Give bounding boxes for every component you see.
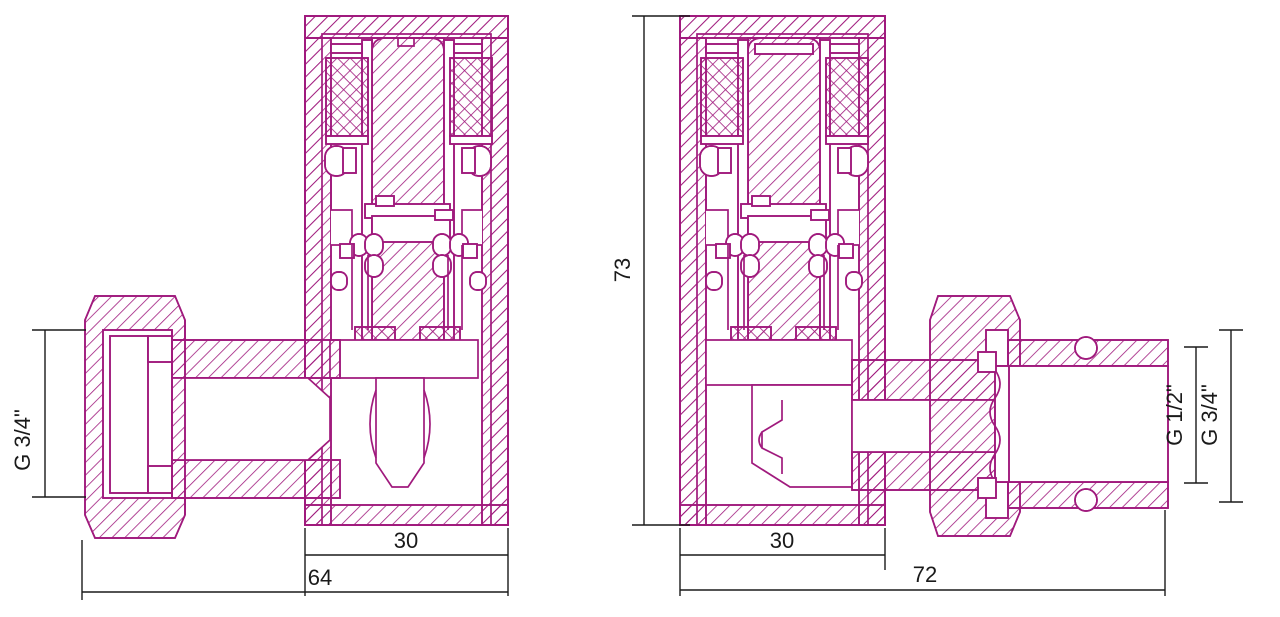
left-retainer-right xyxy=(462,243,478,259)
right-dimension-group xyxy=(632,15,1243,596)
right-seal-wave xyxy=(989,369,1001,483)
right-threequarter-thread-label: G 3/4" xyxy=(1197,384,1222,446)
left-mid-tab-left xyxy=(375,195,395,207)
right-valve-stem xyxy=(747,37,821,341)
left-gland-right xyxy=(449,135,493,145)
right-spigot-bore xyxy=(1007,365,1169,483)
left-packing-right xyxy=(449,57,493,137)
right-bonnet-top xyxy=(679,15,886,39)
right-oring-seat-right xyxy=(837,147,852,174)
right-oring-seat-left xyxy=(717,147,732,174)
right-seal-stack xyxy=(994,365,1010,483)
left-plug-bore xyxy=(376,378,424,487)
right-stem-cap xyxy=(754,43,814,55)
right-valve-view xyxy=(679,15,886,526)
left-dimension-group xyxy=(32,329,509,600)
right-30-label: 30 xyxy=(770,528,794,553)
left-gland-left xyxy=(325,135,369,145)
right-72-label: 72 xyxy=(913,562,937,587)
right-horizontal-branch xyxy=(851,295,1169,537)
right-plug-bore xyxy=(752,385,852,487)
left-30-label: 30 xyxy=(394,528,418,553)
left-horizontal-branch xyxy=(84,295,341,539)
right-retainer-right xyxy=(838,243,854,259)
left-oring-seat-left xyxy=(342,147,357,174)
right-mid-tab-right xyxy=(810,209,830,221)
right-nut-flange-bottom xyxy=(977,477,997,499)
right-gland-right xyxy=(825,135,869,145)
right-packing-left xyxy=(700,57,744,137)
right-nut-flange-top xyxy=(977,351,997,373)
right-half-thread-label: G 1/2" xyxy=(1162,384,1187,446)
left-nut-notch-bottom xyxy=(147,465,173,494)
left-nut-notch-top xyxy=(147,335,173,363)
left-thread-label: G 3/4" xyxy=(10,409,35,471)
left-valve-stem xyxy=(371,37,445,341)
right-body-bottom xyxy=(679,504,886,526)
left-pipe-upper xyxy=(171,339,341,379)
left-upper-bar-right xyxy=(453,43,483,54)
left-pipe-lower xyxy=(171,459,341,499)
left-bonnet-top xyxy=(304,15,509,39)
left-oring-seat-right xyxy=(461,147,476,174)
right-packing-right xyxy=(825,57,869,137)
right-73-label: 73 xyxy=(610,258,635,282)
right-upper-bar-left xyxy=(705,43,739,54)
left-valve-view xyxy=(304,15,509,526)
right-upper-bar-right xyxy=(829,43,860,54)
right-mid-tab-left xyxy=(751,195,771,207)
left-upper-bar-left xyxy=(330,43,363,54)
right-gland-left xyxy=(700,135,744,145)
left-64-label: 64 xyxy=(308,565,332,590)
left-mid-tab-right xyxy=(434,209,454,221)
left-nut-seal-face xyxy=(109,335,149,494)
left-body-bottom xyxy=(304,504,509,526)
left-packing-left xyxy=(325,57,369,137)
